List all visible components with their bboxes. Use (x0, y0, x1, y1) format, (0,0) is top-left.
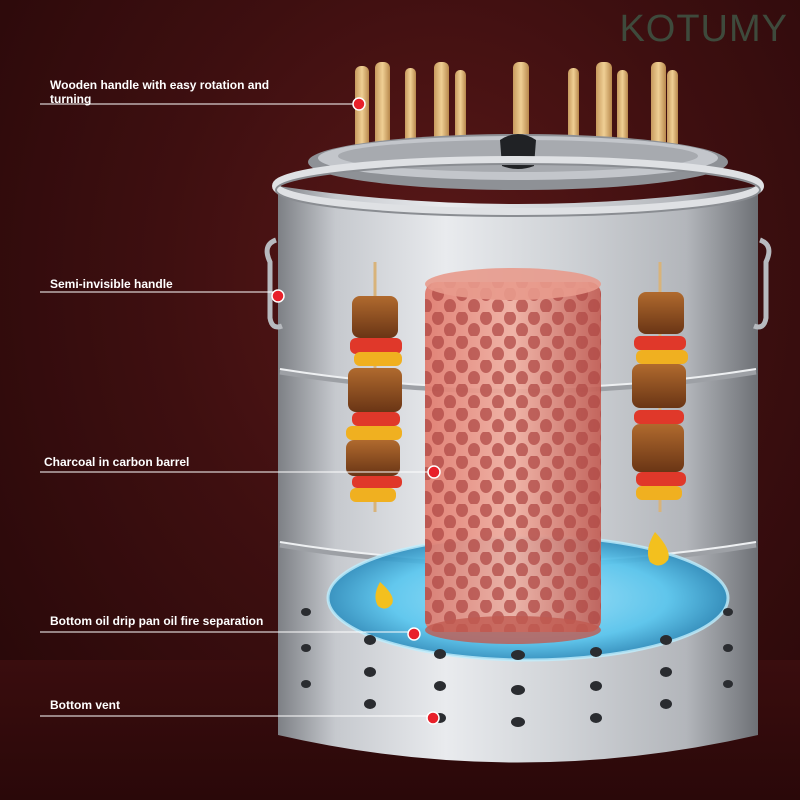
callout-bottom-vent: Bottom vent (50, 698, 120, 712)
callout-markers (271, 97, 441, 725)
callout-oil-drip-pan: Bottom oil drip pan oil fire separation (50, 614, 264, 628)
brand-watermark: KOTUMY (619, 8, 788, 50)
right-skewer (632, 262, 688, 512)
callout-side-handle: Semi-invisible handle (50, 277, 173, 291)
left-skewer (346, 262, 402, 512)
callout-lines (40, 103, 434, 717)
callout-charcoal-barrel: Charcoal in carbon barrel (44, 455, 190, 469)
callout-wooden-handle: Wooden handle with easy rotation and tur… (50, 78, 270, 106)
